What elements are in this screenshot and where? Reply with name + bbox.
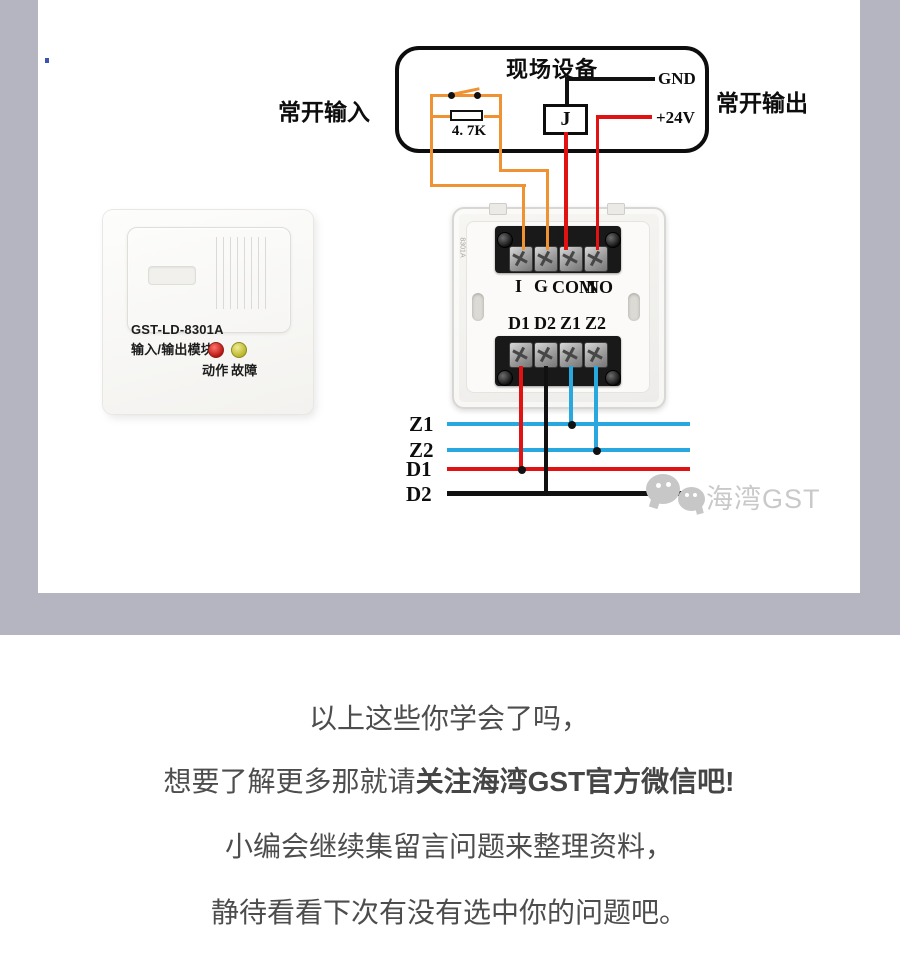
mounting-slot bbox=[628, 293, 640, 321]
switch-contact-dot bbox=[474, 92, 481, 99]
footer-line-2-bold: 关注海湾GST官方微信吧! bbox=[415, 766, 735, 797]
gnd-label: GND bbox=[658, 69, 696, 88]
wire-segment bbox=[432, 94, 502, 97]
artifact-dot bbox=[45, 58, 49, 63]
wechat-icon-eye bbox=[666, 482, 671, 487]
normally-open-input-label: 常开输入 bbox=[278, 100, 370, 125]
wechat-icon bbox=[695, 506, 704, 515]
wire-segment bbox=[569, 366, 573, 426]
terminal-label-d2: D2 bbox=[534, 313, 556, 333]
switch-contact-dot bbox=[448, 92, 455, 99]
terminal-label-i: I bbox=[515, 276, 523, 296]
terminal-screw-z2 bbox=[584, 342, 608, 368]
module-emboss-rect bbox=[148, 266, 196, 285]
wechat-icon-eye bbox=[656, 483, 661, 488]
frame-left bbox=[0, 0, 38, 635]
fault-led-label: 故障 bbox=[231, 363, 258, 378]
resistor-value-label: 4. 7K bbox=[451, 123, 487, 139]
terminal-label-z2: Z2 bbox=[585, 313, 607, 333]
wire-segment bbox=[564, 132, 568, 250]
resistor-symbol bbox=[450, 110, 483, 121]
module-photo: GST-LD-8301A 输入/输出模块 动作 故障 bbox=[103, 210, 313, 414]
terminal-screw-g bbox=[534, 246, 558, 272]
footer-line-4: 静待看看下次有没有选中你的问题吧。 bbox=[210, 897, 687, 928]
terminal-screw-d1 bbox=[509, 342, 533, 368]
bus-label-z2: Z2 bbox=[409, 438, 434, 462]
action-led-label: 动作 bbox=[202, 363, 229, 378]
junction-dot bbox=[518, 466, 526, 474]
wire-segment bbox=[430, 184, 526, 187]
relay-j-box: J bbox=[543, 104, 588, 135]
strip-bolt bbox=[605, 232, 621, 248]
fault-led bbox=[231, 342, 247, 358]
module-ridges bbox=[210, 237, 266, 309]
bus-label-z1: Z1 bbox=[409, 412, 434, 436]
wire-segment bbox=[565, 77, 569, 105]
junction-dot bbox=[568, 421, 576, 429]
wire-segment bbox=[546, 169, 549, 250]
terminal-label-no: NO bbox=[586, 277, 613, 297]
mounting-slot bbox=[472, 293, 484, 321]
plate-side-label: 8301A bbox=[458, 237, 466, 258]
bus-line-d2 bbox=[447, 491, 692, 496]
terminal-screw-i bbox=[509, 246, 533, 272]
footer-line-1: 以上这些你学会了吗， bbox=[308, 703, 589, 734]
bus-line-d1 bbox=[447, 467, 690, 471]
terminal-label-d1: D1 bbox=[508, 313, 530, 333]
strip-bolt bbox=[497, 232, 513, 248]
wechat-icon bbox=[648, 497, 661, 510]
bus-label-d1: D1 bbox=[406, 457, 432, 481]
normally-open-output-label: 常开输出 bbox=[716, 91, 808, 116]
mounting-tab bbox=[489, 203, 507, 215]
terminal-label-z1: Z1 bbox=[560, 313, 582, 333]
terminal-label-g: G bbox=[534, 276, 549, 296]
terminal-screw-com bbox=[559, 246, 583, 272]
bus-label-d2: D2 bbox=[406, 482, 432, 506]
wire-segment bbox=[499, 169, 549, 172]
wire-segment bbox=[432, 115, 450, 118]
wire-segment bbox=[519, 366, 523, 470]
footer-line-2-regular: 想要了解更多那就请 bbox=[163, 766, 416, 797]
wire-segment bbox=[598, 115, 652, 119]
footer-line-3: 小编会继续集留言问题来整理资料， bbox=[224, 831, 673, 862]
terminal-label-com: COM bbox=[552, 277, 596, 297]
bus-line-z2 bbox=[447, 448, 690, 452]
terminal-screw-d2 bbox=[534, 342, 558, 368]
terminal-screw-z1 bbox=[559, 342, 583, 368]
wechat-icon-eye bbox=[685, 493, 689, 497]
junction-dot bbox=[593, 447, 601, 455]
action-led bbox=[208, 342, 224, 358]
wire-segment bbox=[565, 77, 655, 81]
wire-segment bbox=[544, 366, 548, 496]
wire-segment bbox=[499, 94, 502, 172]
frame-bottom bbox=[0, 593, 900, 635]
wechat-icon-eye bbox=[693, 493, 697, 497]
field-device-box: 现场设备 bbox=[395, 46, 709, 153]
strip-bolt bbox=[605, 370, 621, 386]
wire-segment bbox=[594, 366, 598, 452]
footer-line-2: 想要了解更多那就请关注海湾GST官方微信吧! bbox=[38, 760, 860, 800]
wire-segment bbox=[595, 115, 599, 250]
module-cover-panel bbox=[127, 227, 291, 333]
wire-segment bbox=[484, 115, 502, 118]
module-model-label: GST-LD-8301A bbox=[131, 322, 224, 337]
mounting-tab bbox=[607, 203, 625, 215]
plus24v-label: +24V bbox=[656, 108, 695, 127]
strip-bolt bbox=[497, 370, 513, 386]
module-type-label: 输入/输出模块 bbox=[131, 342, 215, 357]
wire-segment bbox=[430, 94, 433, 186]
frame-right bbox=[860, 0, 900, 635]
wire-segment bbox=[522, 184, 525, 250]
watermark-text: 海湾GST bbox=[706, 484, 821, 514]
